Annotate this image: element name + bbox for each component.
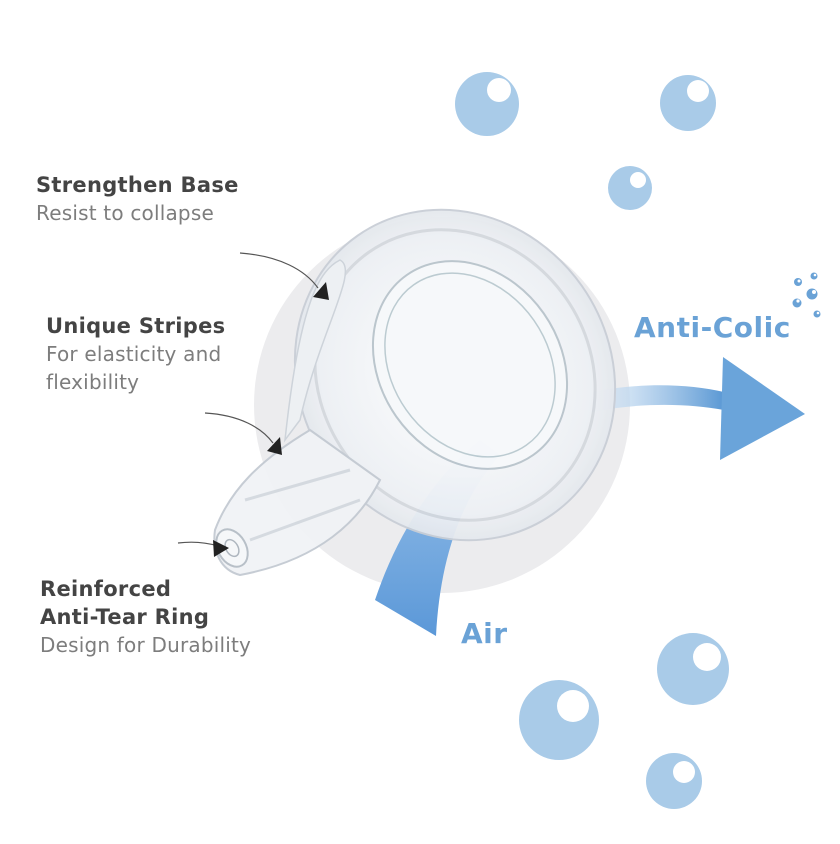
callout-anti-tear-ring: Reinforced Anti-Tear Ring Design for Dur… [40,575,251,659]
callout-description: For elasticity and flexibility [46,342,222,394]
callout-description: Resist to collapse [36,201,214,225]
leader-arrowheads [213,282,329,557]
callout-title: Strengthen Base [36,173,239,197]
bubble-icon [455,72,729,809]
callout-description: Design for Durability [40,633,252,657]
callout-title-line2: Anti-Tear Ring [40,605,210,629]
callout-unique-stripes: Unique Stripes For elasticity and flexib… [46,312,266,396]
callout-title: Unique Stripes [46,314,226,338]
anti-colic-label: Anti-Colic [634,311,791,344]
air-label: Air [461,617,508,650]
callout-title-line1: Reinforced [40,577,172,601]
small-bubbles-icon [792,272,821,318]
callout-strengthen-base: Strengthen Base Resist to collapse [36,171,239,227]
nipple-illustration [213,208,617,577]
